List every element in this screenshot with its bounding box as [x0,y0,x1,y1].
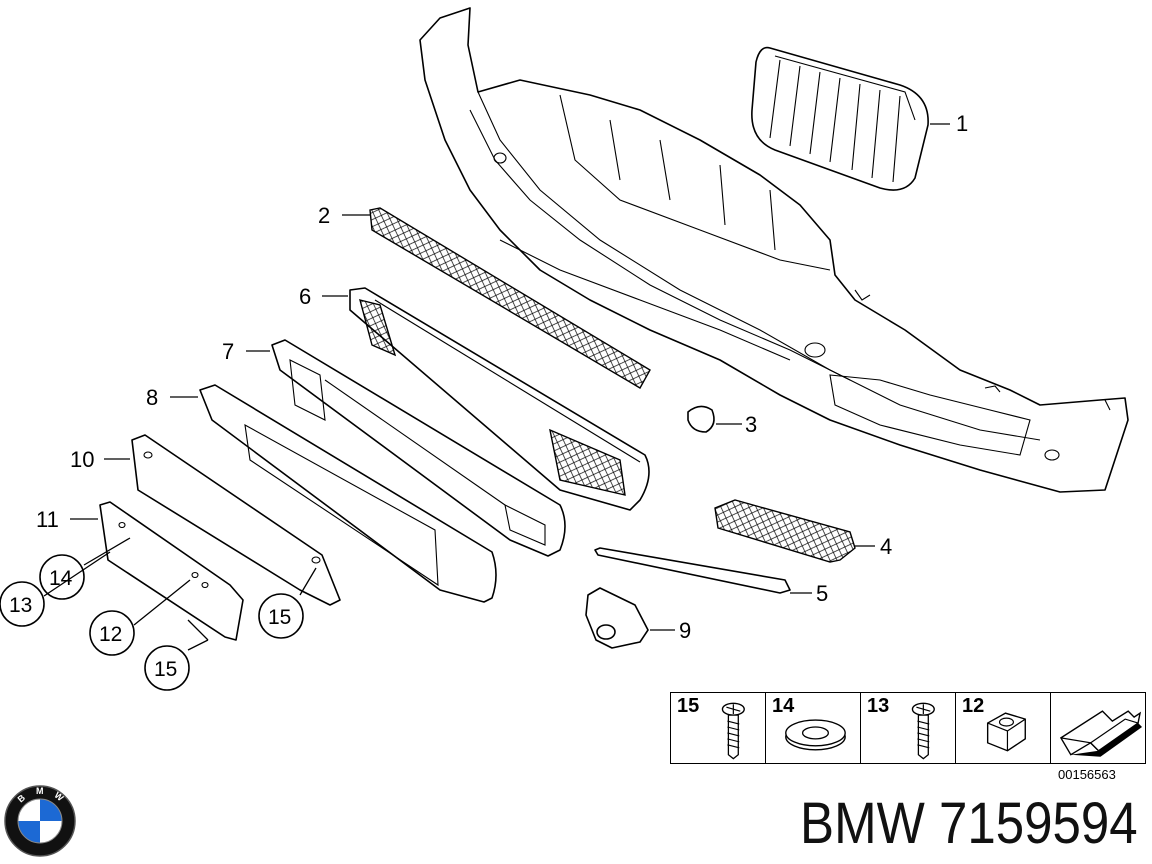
legend-cell-15: 15 [671,693,766,763]
callout-3: 3 [745,412,757,437]
washer-icon [785,719,846,751]
license-plate-bracket [99,501,244,641]
kidney-grille [751,46,929,191]
bottom-grille-frame [199,384,497,603]
circle-tag-14 [39,554,85,600]
legend-cell-13: 13 [861,693,956,763]
arrow-icon [1059,710,1143,757]
callout-7: 7 [222,339,234,364]
svg-text:B: B [16,792,28,804]
screw-icon [721,702,745,760]
callout-9: 9 [679,618,691,643]
screw-icon [911,702,935,760]
part-number-title: BMW 7159594 [800,791,1138,856]
parking-sensor [585,587,649,649]
bmw-roundel-logo: B M W [4,785,76,857]
legend-cell-arrow [1051,693,1145,763]
center-lower-grille [349,287,650,511]
license-plate-base [131,434,341,606]
callout-2: 2 [318,203,330,228]
upper-grille-mesh [369,207,651,389]
callout-4: 4 [880,534,892,559]
callout-15b: 15 [154,658,177,681]
svg-text:M: M [36,786,44,796]
legend-cell-14: 14 [766,693,861,763]
callout-6: 6 [299,284,311,309]
callout-13: 13 [9,594,32,617]
side-fog-grille [714,499,856,563]
circle-tag-15a [258,593,304,639]
nut-icon [986,712,1026,752]
tow-hook-cover [687,405,715,433]
hardware-legend-table: 15 14 13 12 [670,692,1146,764]
lower-trim-strip [594,547,791,594]
lower-grille-frame [271,339,566,557]
callout-8: 8 [146,385,158,410]
legend-num: 13 [867,695,890,717]
diagram-reference-code: 00156563 [1058,767,1116,782]
callout-10: 10 [70,447,94,472]
legend-cell-12: 12 [956,693,1051,763]
callout-15a: 15 [268,606,291,629]
callout-1: 1 [956,111,968,136]
callout-12: 12 [99,623,122,646]
legend-num: 12 [962,695,985,717]
legend-num: 15 [677,695,700,717]
callout-5: 5 [816,581,828,606]
callout-11: 11 [36,507,59,532]
legend-num: 14 [772,695,795,717]
front-bumper-panel [419,7,1129,493]
circle-tag-13 [0,581,45,627]
callout-14: 14 [49,567,73,590]
circle-tag-15b [144,645,190,691]
circle-tag-12 [89,610,135,656]
